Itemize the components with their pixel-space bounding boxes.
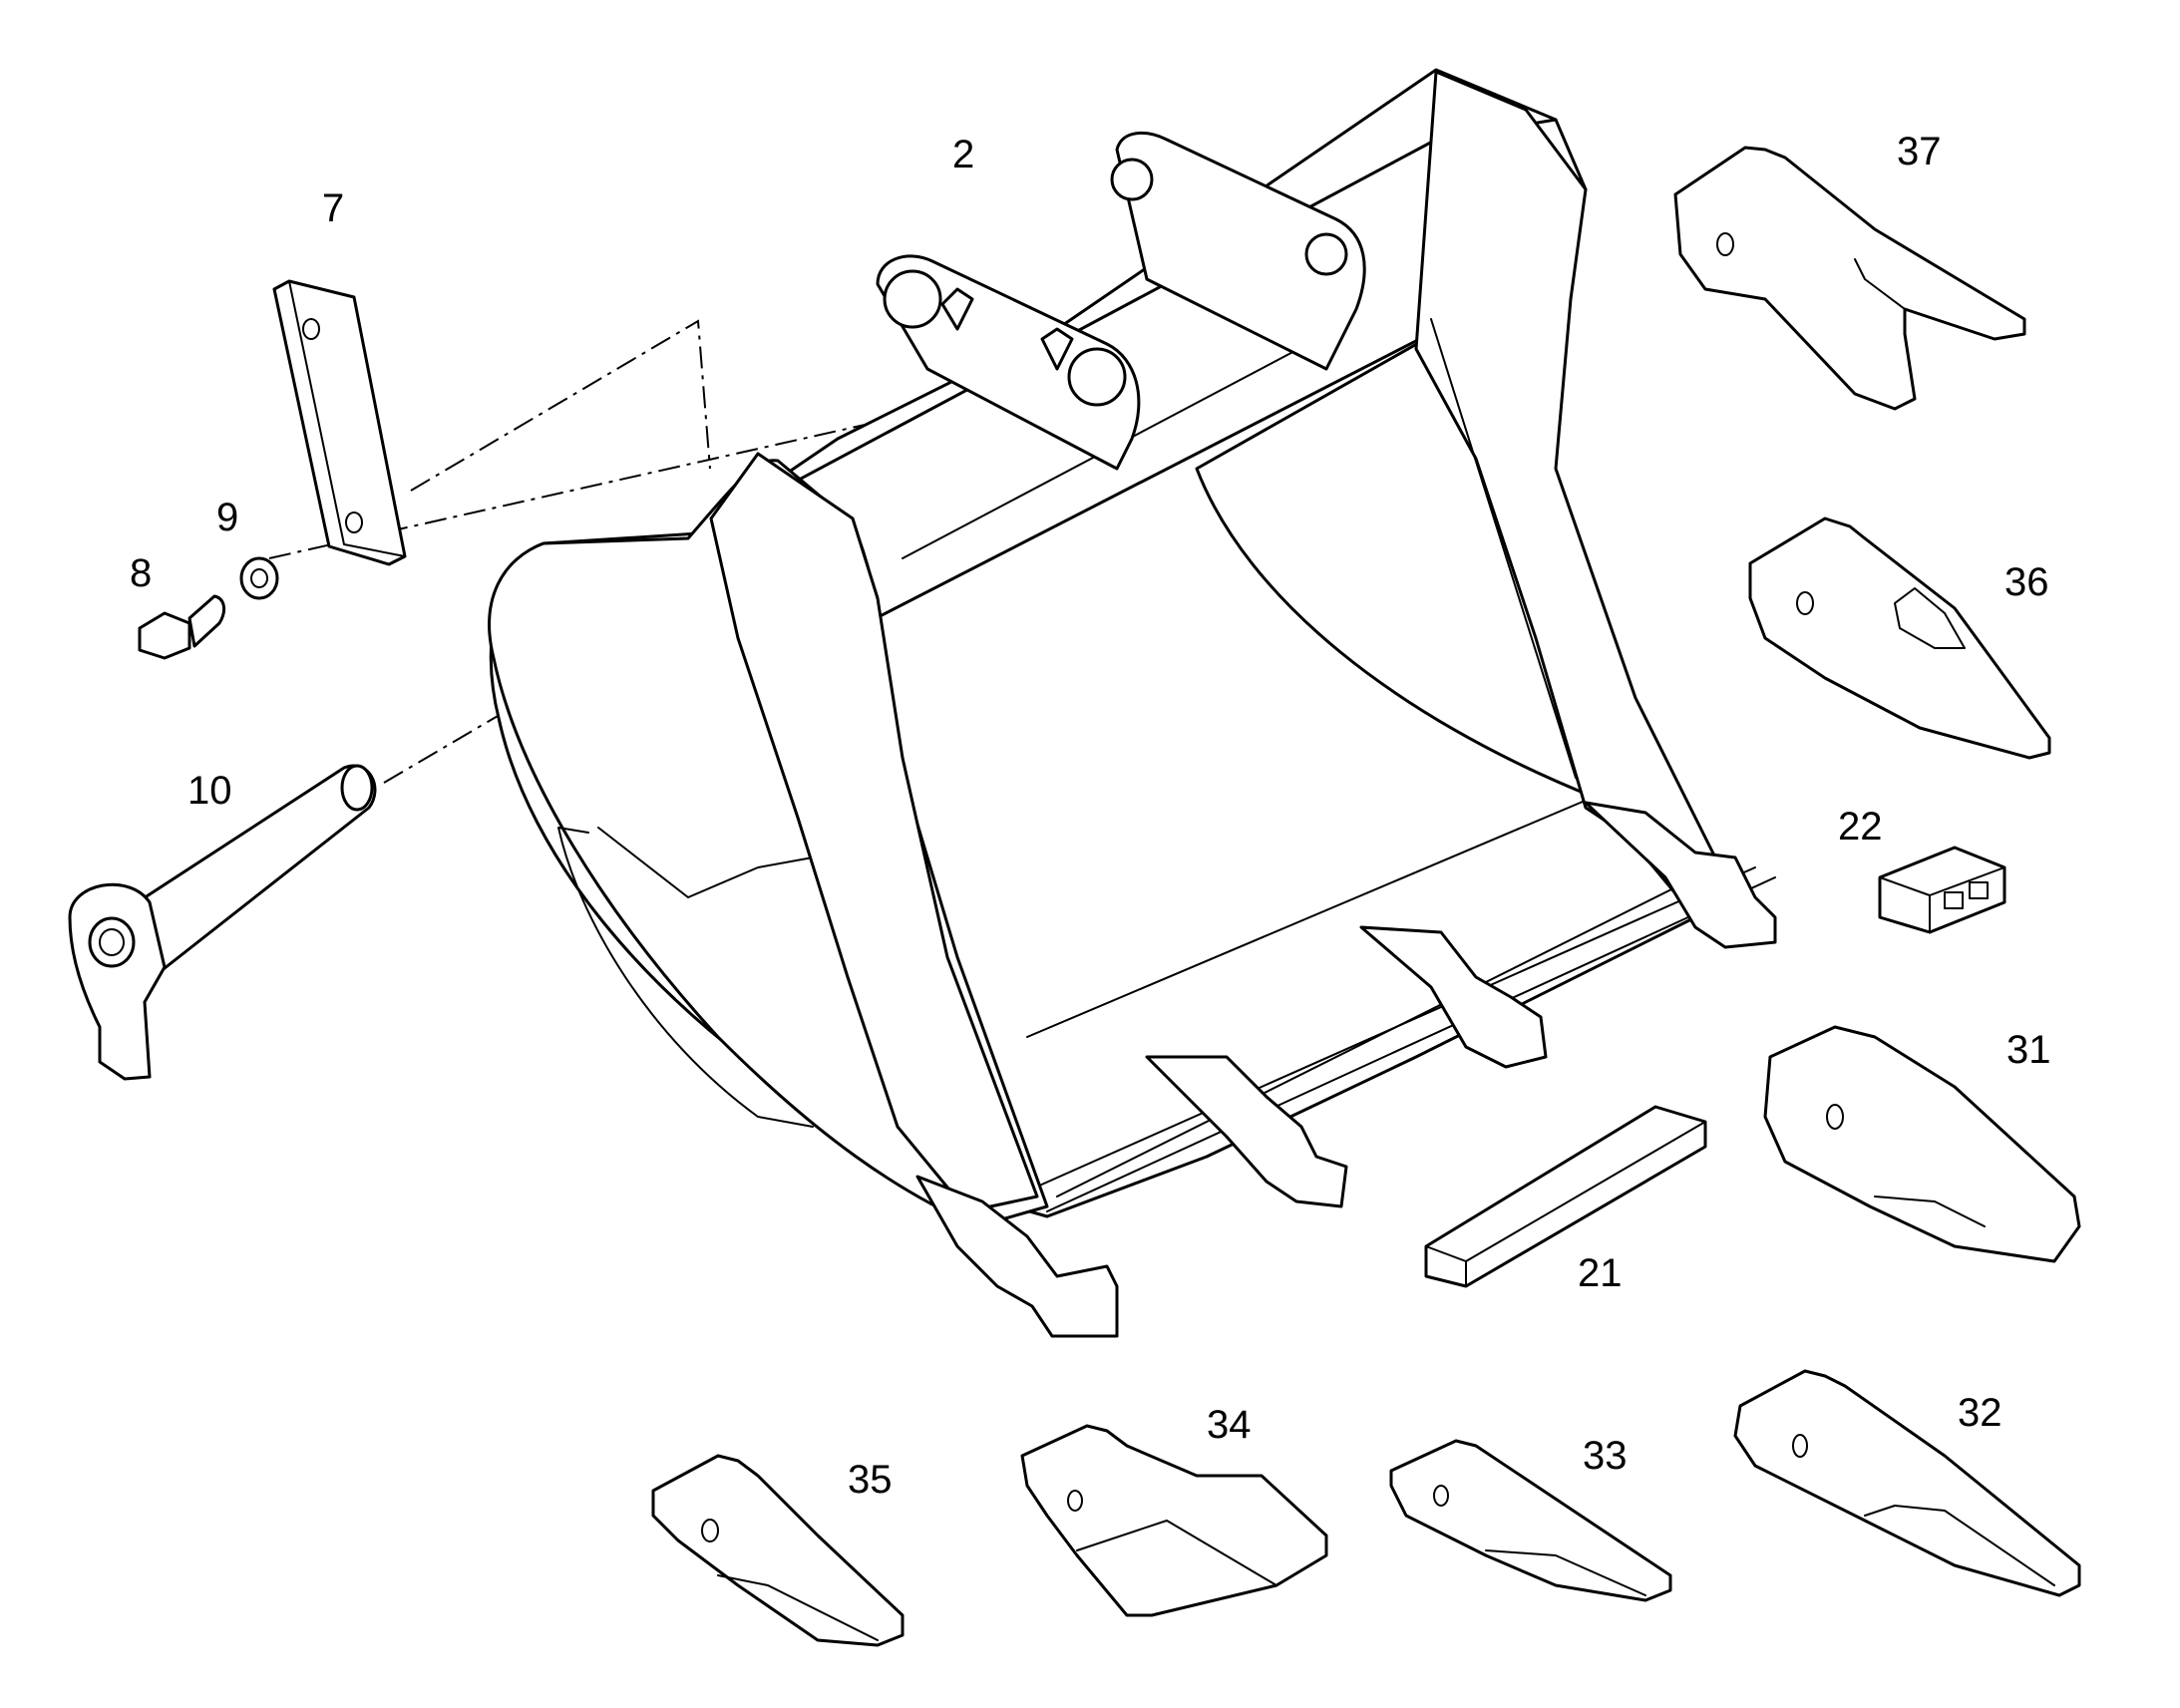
tooth-37 [1673,146,2026,411]
callout-32: 32 [1958,1391,2002,1435]
callout-22: 22 [1838,805,1883,849]
tooth-31 [1763,1025,2081,1263]
bucket-assembly [488,68,1777,1338]
callout-37: 37 [1897,130,1942,173]
callout-33: 33 [1583,1434,1628,1478]
pin [68,764,377,1081]
callout-10: 10 [187,769,232,813]
link-plate [272,279,407,566]
tooth-33 [1389,1439,1672,1602]
tooth-36 [1748,516,2051,760]
callout-7: 7 [322,186,344,230]
callout-8: 8 [130,551,152,595]
bucket-tooth-mounts [915,801,1777,1338]
callout-9: 9 [216,496,238,539]
callout-21: 21 [1578,1251,1623,1295]
wear-strip [1424,1105,1707,1288]
tooth-34 [1020,1424,1328,1617]
washer [239,556,279,600]
callout-labels: 2 7 8 9 10 21 22 31 32 33 34 35 36 37 [130,130,2051,1502]
callout-2: 2 [952,133,974,176]
callout-36: 36 [2004,560,2049,604]
left-mounting-ear [876,254,1141,471]
callout-34: 34 [1207,1403,1252,1447]
bucket-left-wear-plate [709,452,1039,1213]
adapter [1878,846,2006,934]
bolt [138,594,226,660]
right-mounting-ear [1115,131,1366,371]
tooth-35 [651,1454,905,1647]
callout-31: 31 [2006,1028,2051,1072]
callout-35: 35 [848,1458,893,1502]
tooth-32 [1733,1369,2081,1597]
